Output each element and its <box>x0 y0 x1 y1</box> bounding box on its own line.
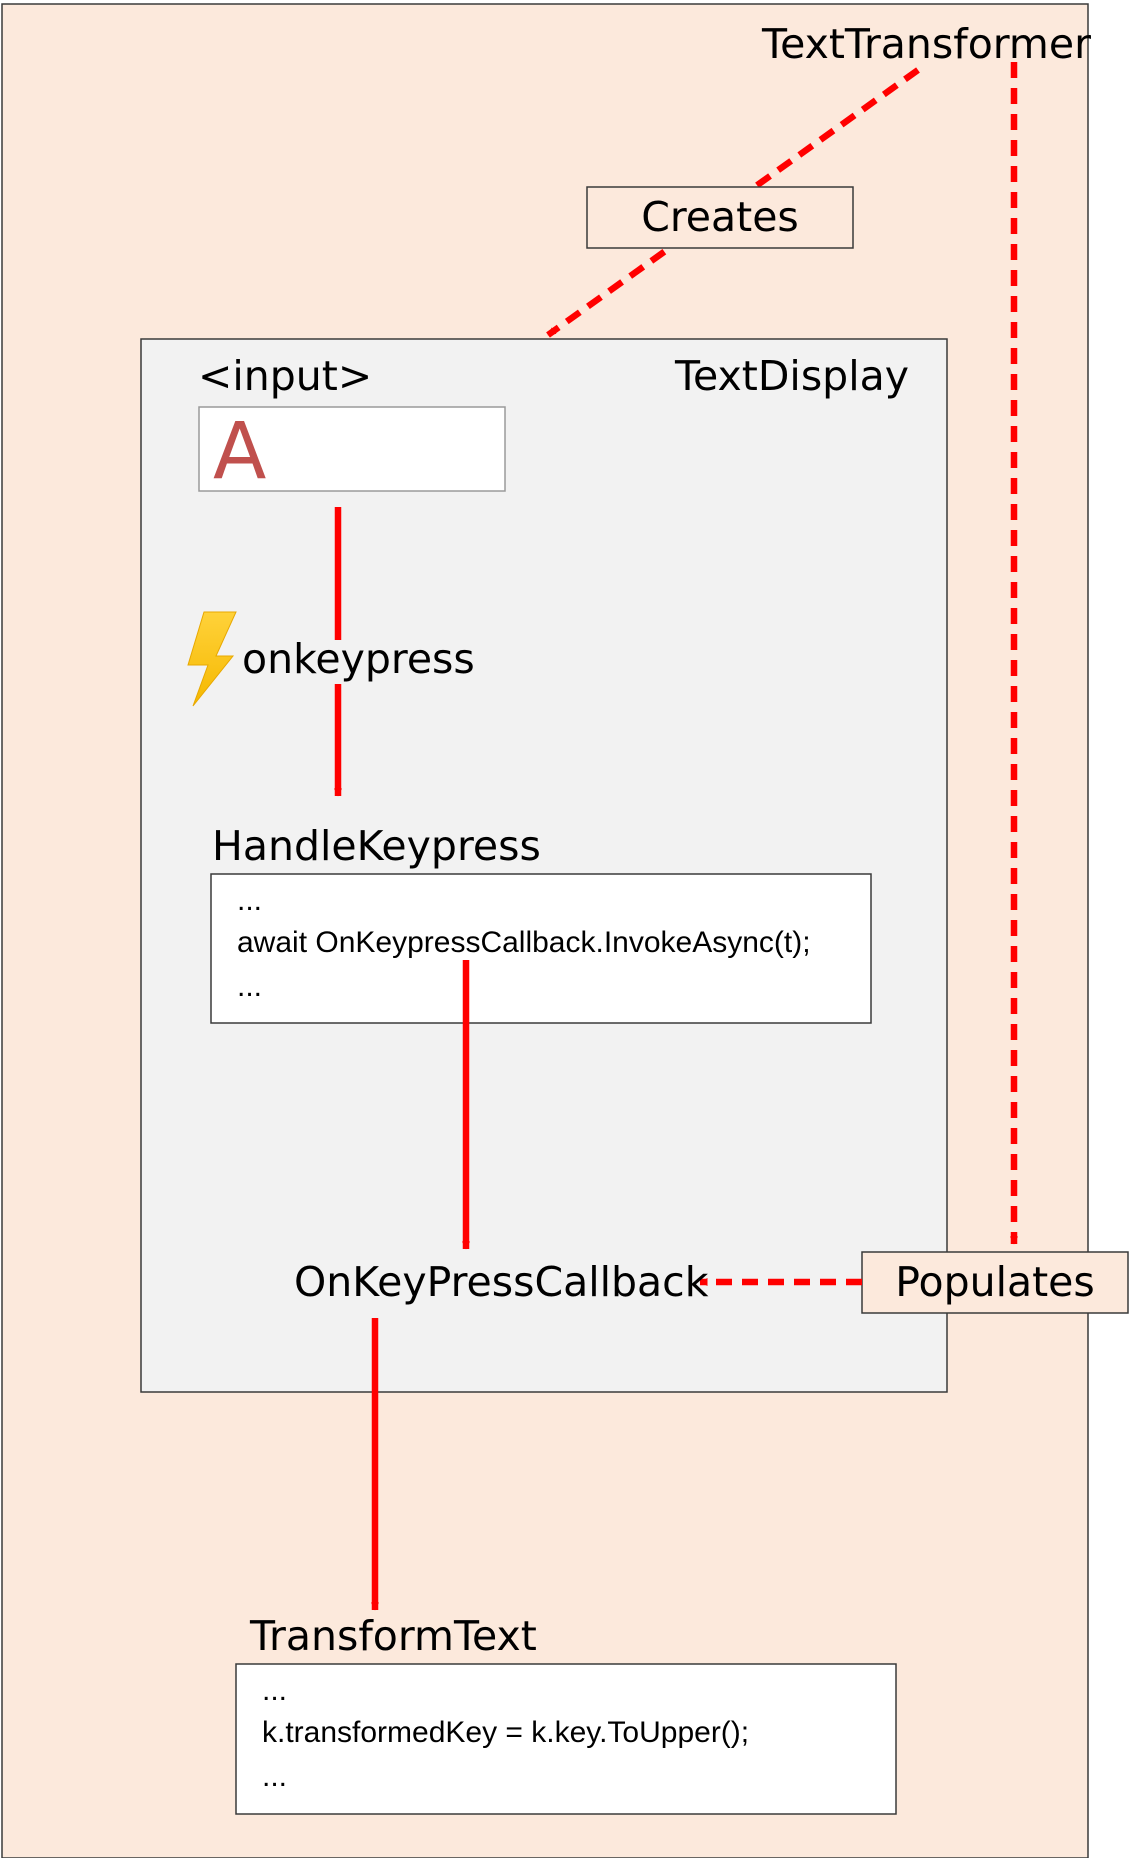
text-display-title: TextDisplay <box>674 352 909 400</box>
creates-arrow <box>546 67 920 338</box>
event-label: onkeypress <box>242 635 475 683</box>
lightning-bolt-icon <box>187 611 237 707</box>
input-field[interactable] <box>198 406 506 492</box>
text-display-container <box>140 338 948 1393</box>
creates-label: Creates <box>641 193 799 241</box>
event-label-bg <box>240 640 464 684</box>
creates-label-box <box>586 186 854 249</box>
transform-title: TransformText <box>249 1612 537 1660</box>
handler-code-line: ... <box>237 970 262 1003</box>
handler-title: HandleKeypress <box>212 822 541 870</box>
transform-code-line: k.transformedKey = k.key.ToUpper(); <box>262 1716 749 1749</box>
transform-code-line: ... <box>262 1674 287 1707</box>
populates-label: Populates <box>895 1258 1095 1306</box>
handler-code-line: await OnKeypressCallback.InvokeAsync(t); <box>237 926 811 959</box>
input-label: <input> <box>198 352 372 400</box>
input-value: A <box>213 407 266 497</box>
callback-label: OnKeyPressCallback <box>294 1258 709 1306</box>
populates-label-box <box>861 1251 1129 1314</box>
transform-code-box <box>235 1663 897 1815</box>
handler-code-line: ... <box>237 884 262 917</box>
text-transformer-title: TextTransformer <box>761 20 1091 68</box>
transform-code-line: ... <box>262 1760 287 1793</box>
handler-code-box <box>210 873 872 1024</box>
